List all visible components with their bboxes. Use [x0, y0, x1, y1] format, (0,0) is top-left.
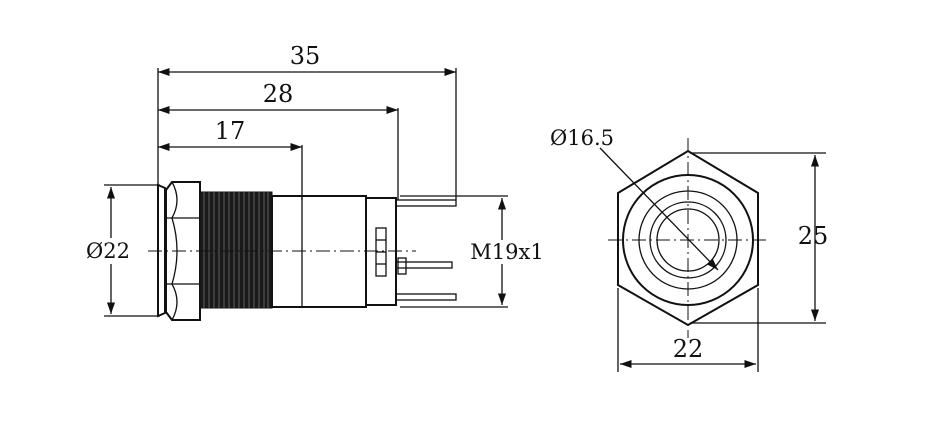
side-view: 35 28 17 Ø22 M19x1 — [80, 42, 548, 321]
thread-length-label: 17 — [215, 117, 246, 145]
dimension-ring-diameter: Ø16.5 — [550, 126, 719, 271]
dimension-across-corners: 25 — [690, 152, 829, 324]
thread-spec-label: M19x1 — [470, 240, 543, 264]
dimension-head-diameter: Ø22 — [80, 187, 140, 314]
bezel — [157, 183, 166, 318]
threaded-barrel — [199, 191, 273, 309]
terminal-bottom — [395, 293, 457, 301]
dimension-thread-spec: M19x1 — [466, 198, 548, 305]
front-view: Ø16.5 25 22 — [550, 126, 828, 372]
extension-lines — [104, 68, 508, 317]
across-flats-label: 22 — [673, 335, 704, 363]
dimension-thread-length: 17 — [158, 117, 302, 152]
dimension-across-flats: 22 — [617, 288, 759, 372]
terminal-top — [395, 199, 457, 207]
head-diameter-label: Ø22 — [86, 239, 130, 263]
terminal-length-label: 28 — [263, 80, 294, 108]
dimension-overall-length: 35 — [158, 42, 456, 77]
across-corners-label: 25 — [798, 222, 829, 250]
terminal-middle — [395, 261, 453, 269]
dimension-terminal-length: 28 — [158, 80, 398, 115]
ring-diameter-label: Ø16.5 — [550, 126, 614, 150]
overall-length-label: 35 — [290, 42, 321, 70]
